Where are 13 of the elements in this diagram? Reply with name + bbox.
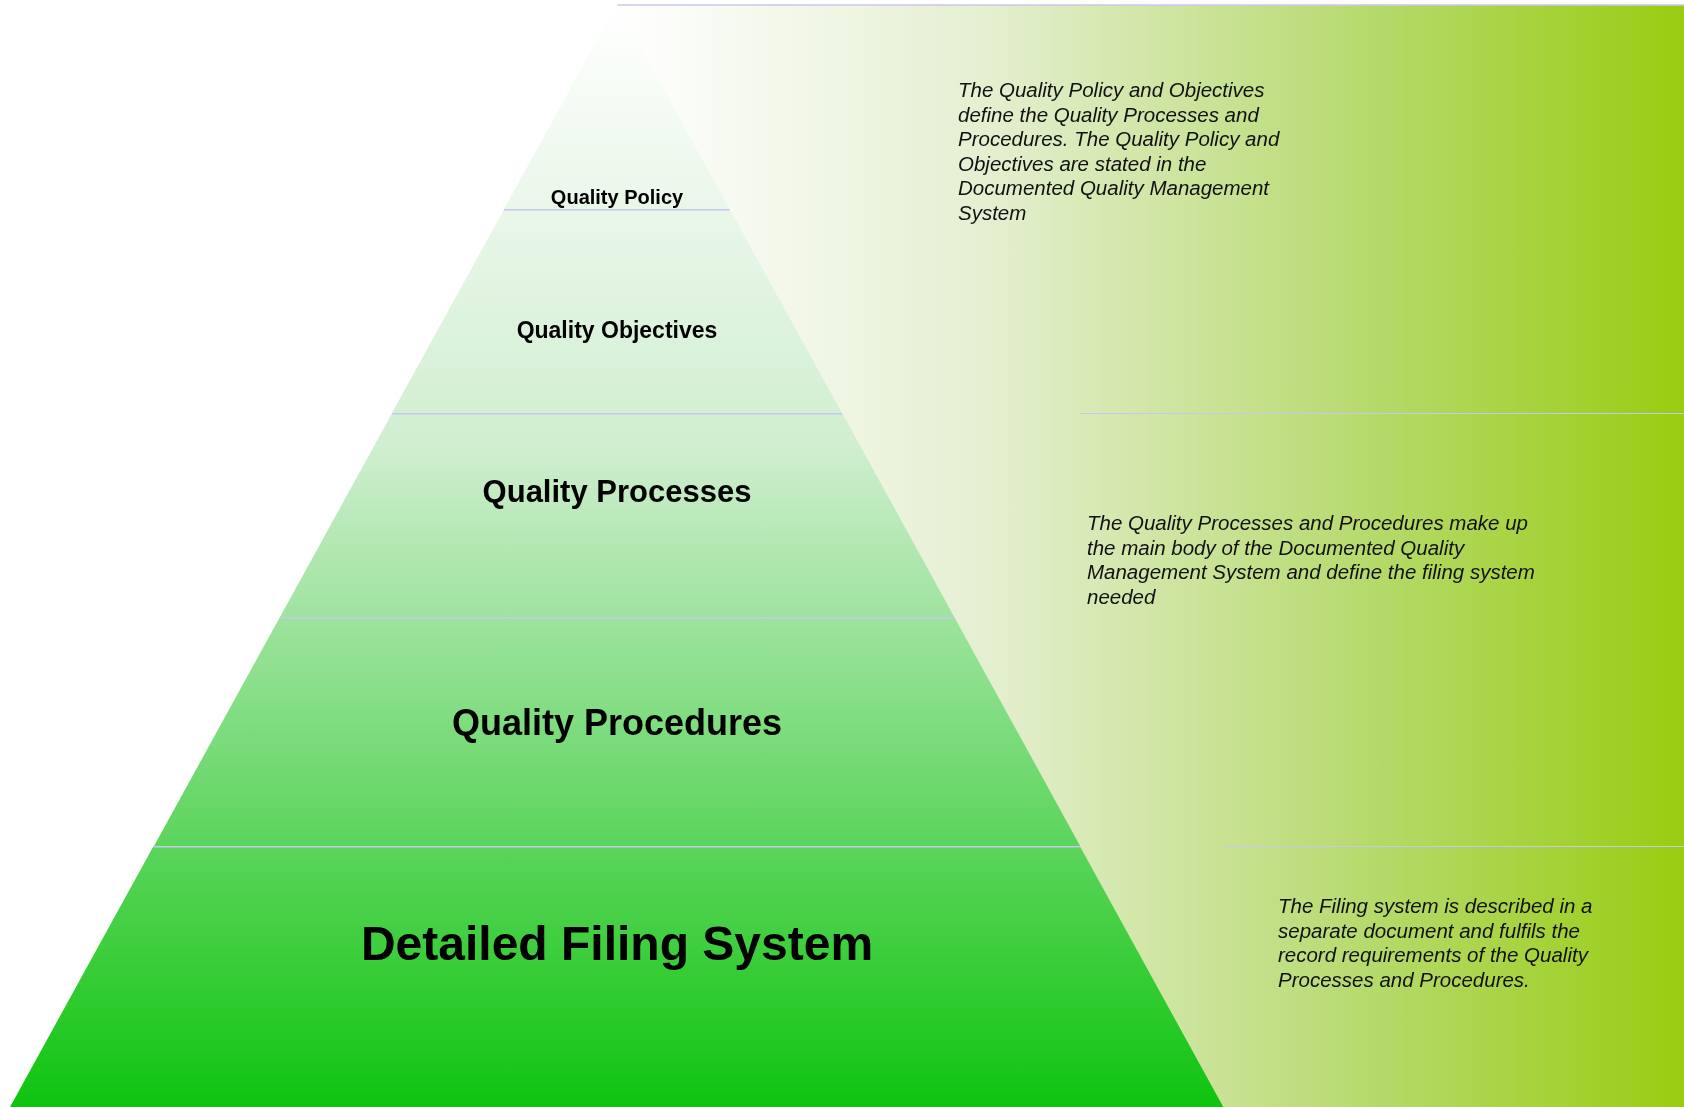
layer-label: Quality Objectives <box>515 317 719 345</box>
description-text: The Quality Processes and Procedures make up the main body of the Documented Quality Management System and define the filing system needed <box>1087 511 1536 609</box>
pyramid-layer <box>10 846 1224 1107</box>
pyramid-layer <box>504 4 730 209</box>
layer-label: Quality Procedures <box>450 702 784 745</box>
layer-label: Quality Processes <box>481 474 753 511</box>
description-text: The Quality Policy and Objectives define the Quality Processes and Procedures. The Quality Policy and Objectives are stated in the Documented Quality Management System <box>958 78 1281 225</box>
pyramid-layer <box>153 617 1081 846</box>
description-text: The Filing system is described in a separate document and fulfils the record requirements of the Quality Processes and Procedures. <box>1278 894 1594 992</box>
layer-label: Detailed Filing System <box>359 916 875 972</box>
pyramid-layer <box>392 209 842 413</box>
pyramid-layer <box>279 413 955 617</box>
layer-label: Quality Policy <box>549 186 685 209</box>
